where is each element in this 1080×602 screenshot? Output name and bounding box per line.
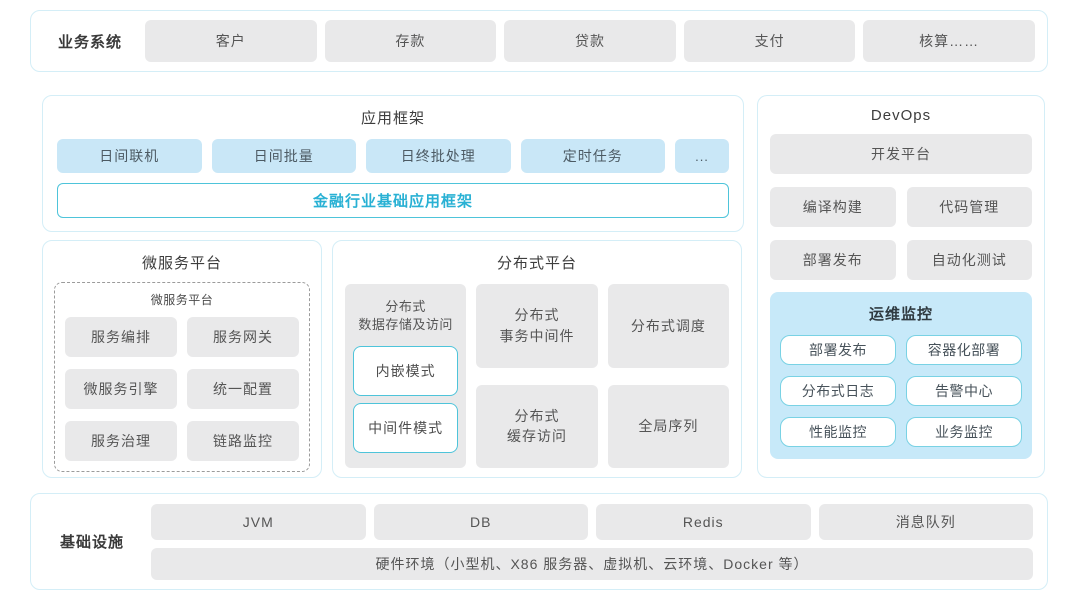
block-transaction-middleware: 分布式 事务中间件 [476, 284, 598, 368]
block-daytime-batch: 日间批量 [211, 139, 356, 173]
app-framework-title: 应用框架 [360, 110, 425, 127]
infrastructure-label: 基础设施 [59, 534, 124, 551]
block-redis: Redis [596, 503, 811, 540]
block-service-governance: 服务治理 [65, 421, 177, 461]
block-service-gateway: 服务网关 [187, 317, 299, 357]
block-hardware-environment: 硬件环境（小型机、X86 服务器、虚拟机、云环境、Docker 等） [151, 547, 1033, 580]
block-dev-platform: 开发平台 [770, 134, 1032, 174]
distributed-col-right: 分布式调度 全局序列 [607, 284, 729, 468]
block-data-storage-access: 分布式 数据存储及访问 内嵌模式 中间件模式 [345, 284, 467, 468]
microservice-items: 服务编排 服务网关 微服务引擎 统一配置 服务治理 链路监控 [65, 317, 299, 461]
distributed-title: 分布式平台 [496, 255, 577, 272]
block-global-sequence: 全局序列 [607, 384, 729, 468]
block-loan: 贷款 [504, 20, 676, 62]
block-more-ellipsis: ... [675, 139, 729, 173]
microservice-inner-box: 微服务平台 服务编排 服务网关 微服务引擎 统一配置 服务治理 链路监控 [54, 282, 310, 472]
block-container-deploy: 容器化部署 [906, 335, 1022, 365]
block-trace-monitor: 链路监控 [187, 421, 299, 461]
block-performance-monitor: 性能监控 [780, 417, 896, 447]
block-distributed-scheduling: 分布式调度 [607, 284, 729, 368]
microservice-title: 微服务平台 [141, 255, 222, 272]
panel-infrastructure: 基础设施 JVM DB Redis 消息队列 硬件环境（小型机、X86 服务器、… [30, 493, 1048, 590]
distributed-col-middle: 分布式 事务中间件 分布式 缓存访问 [476, 284, 598, 468]
panel-business-systems: 业务系统 客户 存款 贷款 支付 核算…… [30, 10, 1048, 72]
devops-title: DevOps [870, 107, 932, 124]
block-compile-build: 编译构建 [770, 187, 896, 227]
block-distributed-log: 分布式日志 [780, 376, 896, 406]
panel-distributed-platform: 分布式平台 分布式 数据存储及访问 内嵌模式 中间件模式 分布式 事务中间件 分… [332, 240, 742, 478]
block-customer: 客户 [145, 20, 317, 62]
block-automated-testing: 自动化测试 [906, 240, 1032, 280]
block-code-management: 代码管理 [906, 187, 1032, 227]
business-systems-label: 业务系统 [57, 33, 122, 51]
panel-devops: DevOps 开发平台 编译构建 代码管理 部署发布 自动化测试 运维监控 部署… [757, 95, 1045, 478]
block-cache-access: 分布式 缓存访问 [476, 384, 598, 468]
distributed-grid: 分布式 数据存储及访问 内嵌模式 中间件模式 分布式 事务中间件 分布式 缓存访… [345, 284, 729, 468]
ops-monitoring-items: 部署发布 容器化部署 分布式日志 告警中心 性能监控 业务监控 [780, 335, 1022, 447]
microservice-inner-title: 微服务平台 [150, 293, 214, 307]
ops-monitoring-box: 运维监控 部署发布 容器化部署 分布式日志 告警中心 性能监控 业务监控 [770, 292, 1032, 459]
block-embedded-mode: 内嵌模式 [353, 346, 459, 397]
block-message-queue: 消息队列 [818, 503, 1033, 540]
block-deposit: 存款 [324, 20, 497, 62]
ops-monitoring-title: 运维监控 [868, 306, 933, 323]
devops-tools: 编译构建 代码管理 部署发布 自动化测试 [770, 187, 1032, 280]
block-middleware-mode: 中间件模式 [353, 403, 459, 454]
block-db: DB [373, 503, 588, 540]
infrastructure-row: JVM DB Redis 消息队列 [151, 503, 1033, 540]
panel-app-framework: 应用框架 日间联机 日间批量 日终批处理 定时任务 ... 金融行业基础应用框架 [42, 95, 744, 232]
panel-microservice-platform: 微服务平台 微服务平台 服务编排 服务网关 微服务引擎 统一配置 服务治理 链路… [42, 240, 322, 478]
block-daytime-online: 日间联机 [57, 139, 202, 173]
block-alert-center: 告警中心 [906, 376, 1022, 406]
app-framework-modules: 日间联机 日间批量 日终批处理 定时任务 ... [57, 139, 729, 173]
block-accounting-etc: 核算…… [863, 20, 1035, 62]
block-payment: 支付 [683, 20, 856, 62]
block-scheduled-task: 定时任务 [520, 139, 665, 173]
block-jvm: JVM [151, 503, 366, 540]
block-financial-base-framework: 金融行业基础应用框架 [57, 183, 729, 218]
block-business-monitor: 业务监控 [906, 417, 1022, 447]
block-microservice-engine: 微服务引擎 [65, 369, 177, 409]
block-monitor-deploy-release: 部署发布 [780, 335, 896, 365]
block-service-orchestration: 服务编排 [65, 317, 177, 357]
block-deploy-release: 部署发布 [770, 240, 896, 280]
data-storage-access-label: 分布式 数据存储及访问 [358, 299, 453, 332]
infrastructure-items: JVM DB Redis 消息队列 硬件环境（小型机、X86 服务器、虚拟机、云… [151, 503, 1033, 580]
block-eod-batch: 日终批处理 [366, 139, 511, 173]
block-unified-config: 统一配置 [187, 369, 299, 409]
